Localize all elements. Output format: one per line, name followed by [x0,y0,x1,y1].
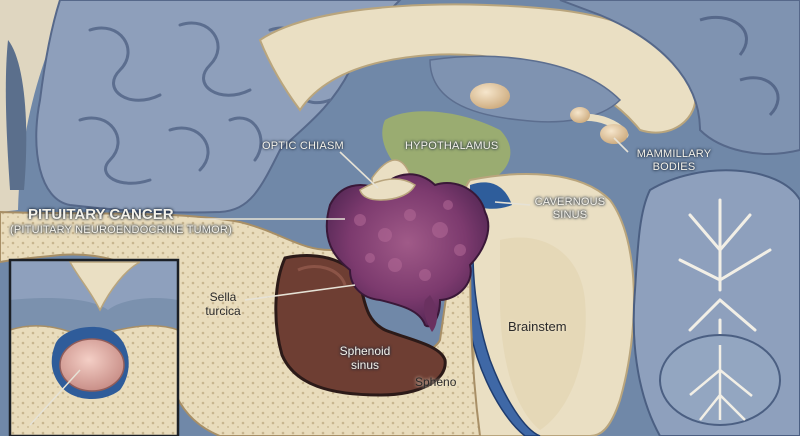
cerebrum-gyri [78,21,332,185]
right-gyri [699,15,780,117]
label-sella-line1: Sella [209,290,237,304]
leader-cavernous [494,201,531,206]
sphenoid-sinus-highlight [297,265,347,286]
label-cavernous-line1: CAVERNOUS [534,196,606,208]
leader-lines [200,137,629,301]
label-mammillary-line1: MAMMILLARY [636,148,712,160]
mammillary-small [570,107,590,123]
leader-mammillary [613,137,629,153]
label-sella-line2: turcica [205,303,241,318]
label-pituitary-subtitle: (PITUITARY NEUROENDOCRINE TUMOR) [10,224,232,236]
brainstem-inner [500,237,586,430]
parietal-occipital [559,0,800,155]
inset-illustration [9,260,179,436]
tumor-mass [325,173,490,328]
label-hypothalamus: HYPOTHALAMUS [405,140,499,152]
label-cavernous-line2: SINUS [552,208,588,221]
tumor-texture [354,200,466,281]
tumor-stalk-lower [423,295,437,332]
label-sphenoid-sinus: Sphenoid sinus [330,344,400,373]
arbor-vitae-lower [689,345,753,421]
mammillary-body [600,124,628,144]
label-mammillary-bodies: MAMMILLARY BODIES [632,148,716,173]
label-sphenoid-line2: sinus [350,357,379,372]
corpus-callosum [258,3,697,134]
inset-frame [8,258,180,436]
label-cavernous-sinus: CAVERNOUS SINUS [528,196,612,221]
frontal-sinus [5,40,27,190]
label-brainstem: Brainstem [508,319,567,334]
leader-sella [244,284,356,301]
label-pituitary-cancer: PITUITARY CANCER [28,206,174,223]
label-sella-turcica: Sella turcica [197,290,249,319]
label-mammillary-line2: BODIES [652,160,696,173]
leader-optic-chiasm [339,151,379,189]
label-optic-chiasm: OPTIC CHIASM [262,140,344,152]
label-sphenoid-line1: Sphenoid [339,344,391,358]
hypothalamus-region [382,111,511,187]
thalamus-nucleus [470,83,510,109]
label-spheno: Spheno [415,375,457,389]
